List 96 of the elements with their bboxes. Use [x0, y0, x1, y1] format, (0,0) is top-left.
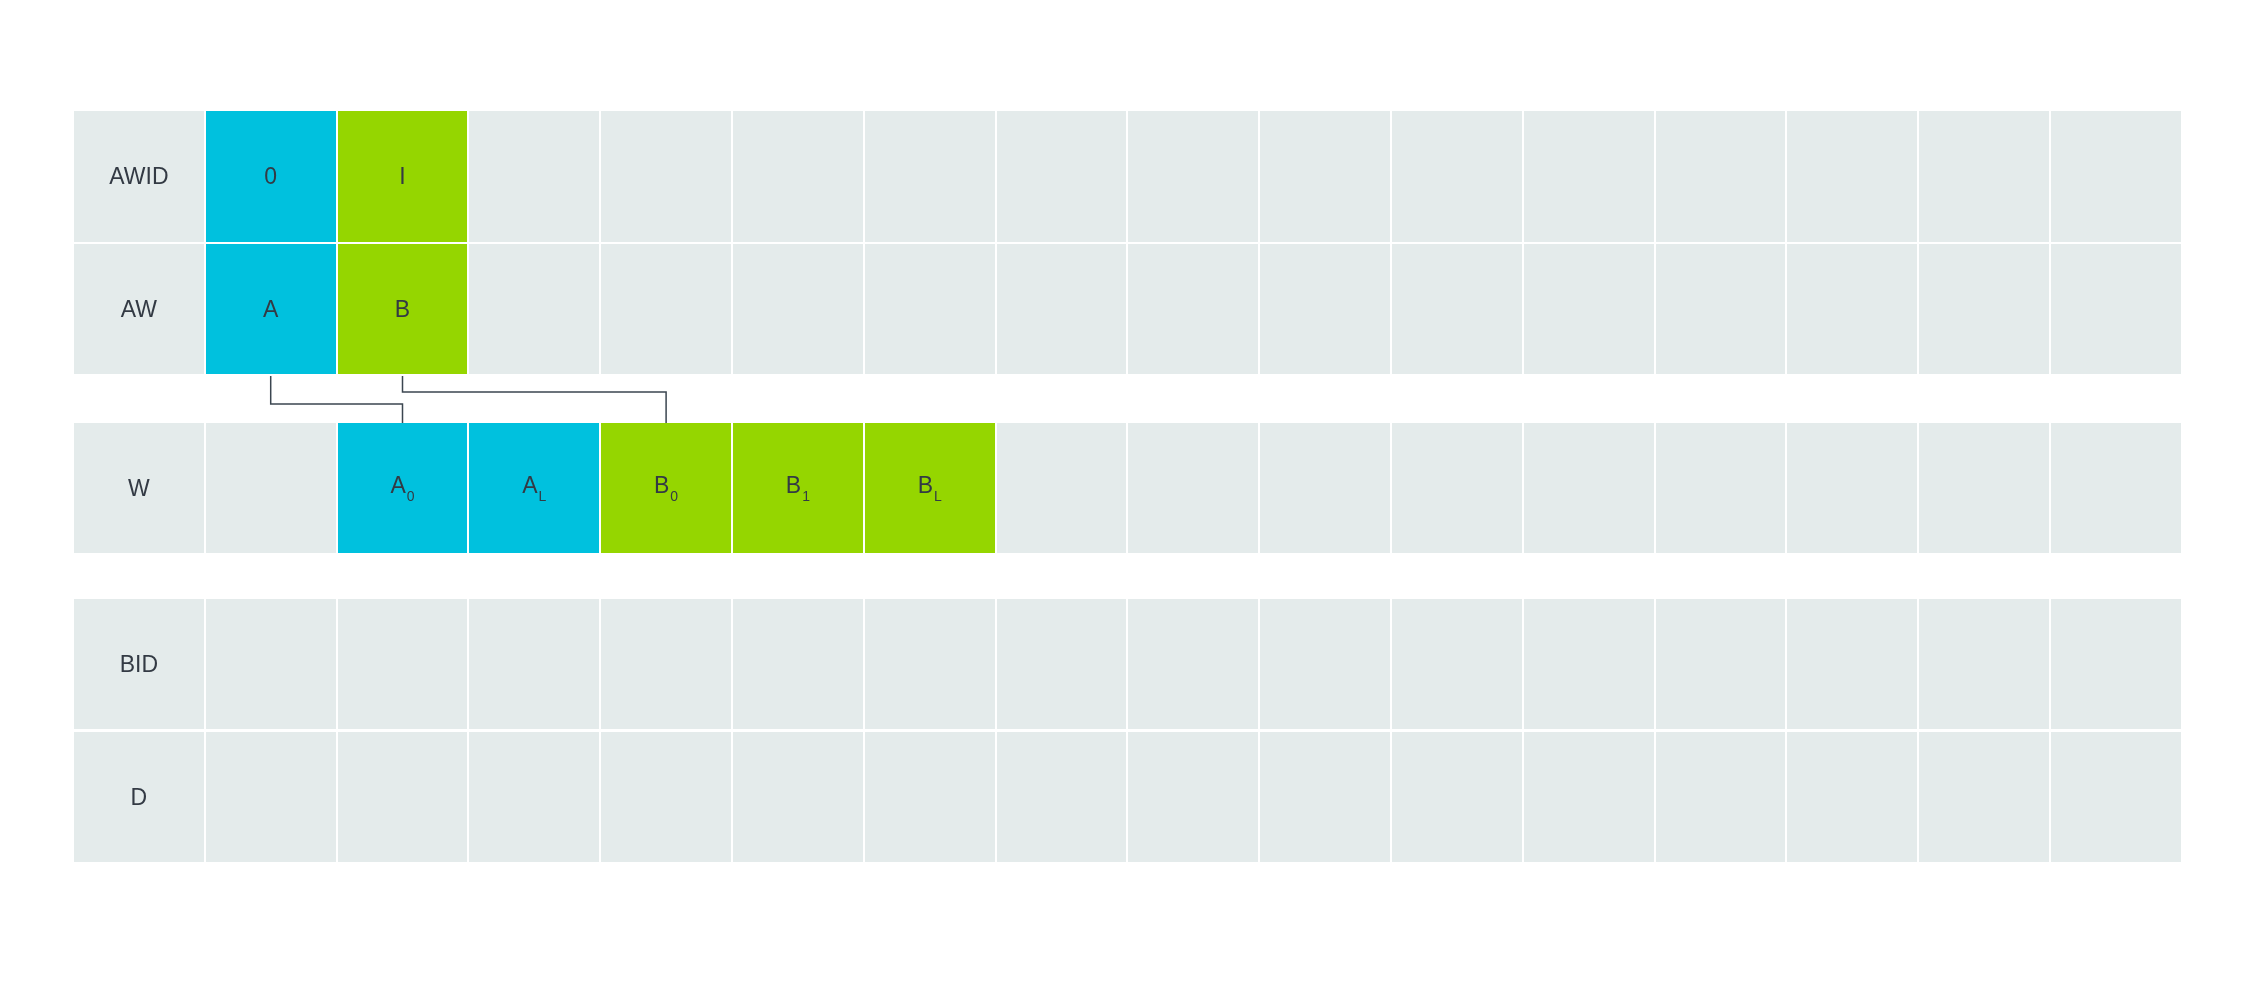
signal-label-cell: [74, 244, 204, 374]
grid-cell: [996, 111, 1127, 242]
grid-cell: [469, 599, 600, 729]
grid-cell: [1655, 732, 1786, 862]
grid-cell: [601, 599, 731, 729]
grid-cell: [601, 732, 731, 862]
cell-text: D: [130, 783, 148, 811]
grid-cell: [1260, 599, 1390, 729]
grid-cell: [1523, 244, 1654, 374]
grid-cell: [1523, 111, 1654, 242]
grid-cell: [1260, 244, 1390, 374]
cell-text: AW: [120, 295, 157, 323]
connector-line: [401, 375, 667, 424]
cell-text: AWID: [109, 163, 169, 190]
grid-cell: [864, 111, 995, 242]
signal-label-cell: [74, 111, 204, 242]
grid-cell: [1128, 599, 1259, 729]
grid-cell: [1523, 423, 1654, 553]
grid-cell: [733, 732, 863, 862]
grid-cell: [1655, 244, 1786, 374]
grid-cell: [1655, 111, 1786, 242]
grid-cell: [996, 599, 1127, 729]
cell-text: A$_{0}$: [390, 472, 415, 504]
data-beat-cell: [337, 423, 468, 553]
grid-cell: [1523, 599, 1654, 729]
cell-text: B$_{0}$: [654, 472, 679, 504]
grid-cell: [1919, 423, 2049, 553]
grid-cell: [1392, 244, 1522, 374]
signal-label-cell: [74, 732, 204, 862]
grid-cell: [1260, 423, 1390, 553]
grid-cell: [469, 111, 600, 242]
data-beat-cell: [205, 244, 336, 374]
grid-cell: [1392, 111, 1522, 242]
grid-cell: [205, 599, 336, 729]
grid-cell: [1128, 111, 1259, 242]
grid-cell: [469, 244, 600, 374]
grid-cell: [2051, 111, 2181, 242]
grid-cell: [1919, 732, 2049, 862]
grid-cell: [1787, 599, 1918, 729]
grid-cell: [337, 732, 468, 862]
cell-text: W: [128, 474, 150, 502]
cell-text: A$_{L}$: [522, 472, 547, 504]
grid-cell: [2051, 244, 2181, 374]
grid-cell: [864, 732, 995, 862]
grid-cell: [1919, 244, 2049, 374]
grid-cell: [601, 111, 731, 242]
grid-cell: [1260, 732, 1390, 862]
grid-cell: [1523, 732, 1654, 862]
cell-text: B$_{1}$: [785, 472, 810, 504]
grid-cell: [2051, 732, 2181, 862]
grid-cell: [2051, 423, 2181, 553]
grid-cell: [337, 599, 468, 729]
grid-cell: [1655, 599, 1786, 729]
grid-cell: [1787, 423, 1918, 553]
grid-cell: [601, 244, 731, 374]
data-beat-cell: [733, 423, 863, 553]
data-beat-cell: [864, 423, 995, 553]
data-beat-cell: [469, 423, 600, 553]
cell-text: B$_{L}$: [917, 472, 942, 504]
grid-cell: [205, 423, 336, 553]
grid-cell: [1392, 732, 1522, 862]
grid-cell: [469, 732, 600, 862]
grid-cell: [864, 599, 995, 729]
grid-cell: [1787, 111, 1918, 242]
data-beat-cell: [337, 111, 468, 242]
grid-cell: [864, 244, 995, 374]
grid-cell: [733, 599, 863, 729]
grid-cell: [996, 732, 1127, 862]
data-beat-cell: [205, 111, 336, 242]
cell-text: I: [399, 163, 406, 190]
grid-cell: [996, 244, 1127, 374]
grid-cell: [1919, 599, 2049, 729]
grid-cell: [733, 111, 863, 242]
cell-text: 0: [264, 163, 278, 190]
data-beat-cell: [337, 244, 468, 374]
grid-cell: [1128, 423, 1259, 553]
grid-cell: [1260, 111, 1390, 242]
data-beat-cell: [601, 423, 731, 553]
grid-cell: [733, 244, 863, 374]
grid-cell: [2051, 599, 2181, 729]
cell-text: BID: [119, 650, 159, 678]
grid-cell: [1787, 244, 1918, 374]
grid-cell: [1128, 732, 1259, 862]
signal-label-cell: [74, 599, 204, 729]
grid-cell: [1392, 599, 1522, 729]
grid-cell: [996, 423, 1127, 553]
grid-cell: [1128, 244, 1259, 374]
grid-cell: [205, 732, 336, 862]
grid-cell: [1787, 732, 1918, 862]
connector-line: [269, 375, 404, 424]
cell-text: A: [263, 295, 279, 323]
grid-cell: [1919, 111, 2049, 242]
signal-label-cell: [74, 423, 204, 553]
grid-cell: [1655, 423, 1786, 553]
grid-cell: [1392, 423, 1522, 553]
cell-text: B: [394, 295, 411, 323]
